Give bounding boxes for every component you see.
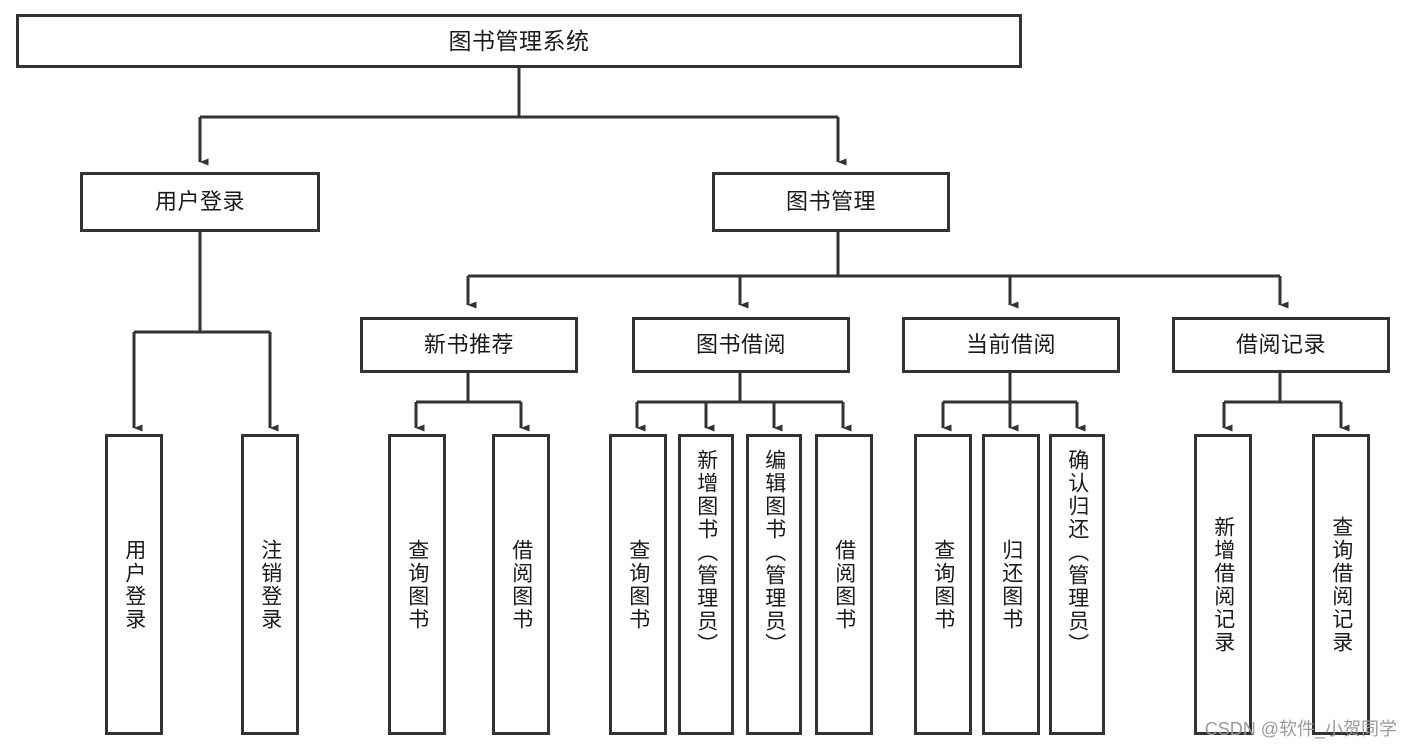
node-current-borrow-label: 当前借阅 [965,332,1056,358]
leaf-user-login-signout[interactable]: 注销登录 [241,434,299,735]
leaf-borrow-record-query-label: 查询借阅记录 [1329,515,1353,654]
leaf-book-borrow-add[interactable]: 新增图书（管理员） [678,434,734,735]
leaf-book-borrow-query-label: 查询图书 [626,538,650,631]
node-new-book-recommend-label: 新书推荐 [423,332,514,358]
leaf-borrow-record-query[interactable]: 查询借阅记录 [1312,434,1370,735]
leaf-current-borrow-query[interactable]: 查询图书 [914,434,972,735]
leaf-current-borrow-query-label: 查询图书 [931,538,955,631]
node-root-system[interactable]: 图书管理系统 [16,14,1022,68]
leaf-book-borrow-query[interactable]: 查询图书 [609,434,667,735]
leaf-borrow-record-add-label: 新增借阅记录 [1211,515,1235,654]
leaf-user-login-signin-label: 用户登录 [122,538,146,631]
node-book-borrow-label: 图书借阅 [695,332,786,358]
node-book-manage[interactable]: 图书管理 [712,172,950,232]
leaf-borrow-record-add[interactable]: 新增借阅记录 [1194,434,1252,735]
node-current-borrow[interactable]: 当前借阅 [902,317,1120,373]
csdn-watermark: CSDN @软件_小贺同学 [1204,719,1397,739]
node-new-book-recommend[interactable]: 新书推荐 [360,317,578,373]
leaf-current-borrow-return[interactable]: 归还图书 [982,434,1040,735]
leaf-current-borrow-confirm-return-label: 确认归还（管理员） [1065,449,1089,656]
node-user-login[interactable]: 用户登录 [80,172,320,232]
leaf-current-borrow-return-label: 归还图书 [999,538,1023,631]
leaf-new-book-query[interactable]: 查询图书 [388,434,446,735]
node-borrow-record-label: 借阅记录 [1235,332,1326,358]
leaf-new-book-borrow[interactable]: 借阅图书 [492,434,550,735]
leaf-new-book-borrow-label: 借阅图书 [509,538,533,631]
leaf-user-login-signout-label: 注销登录 [258,538,282,631]
node-book-borrow[interactable]: 图书借阅 [632,317,850,373]
node-book-manage-label: 图书管理 [785,189,876,215]
leaf-book-borrow-lend-label: 借阅图书 [832,538,856,631]
node-root-system-label: 图书管理系统 [448,27,590,54]
leaf-book-borrow-lend[interactable]: 借阅图书 [815,434,873,735]
node-borrow-record[interactable]: 借阅记录 [1172,317,1390,373]
leaf-current-borrow-confirm-return[interactable]: 确认归还（管理员） [1049,434,1105,735]
leaf-book-borrow-edit-label: 编辑图书（管理员） [762,449,786,656]
leaf-book-borrow-add-label: 新增图书（管理员） [694,449,718,656]
node-user-login-label: 用户登录 [154,189,245,215]
leaf-user-login-signin[interactable]: 用户登录 [105,434,163,735]
leaf-new-book-query-label: 查询图书 [405,538,429,631]
leaf-book-borrow-edit[interactable]: 编辑图书（管理员） [746,434,802,735]
